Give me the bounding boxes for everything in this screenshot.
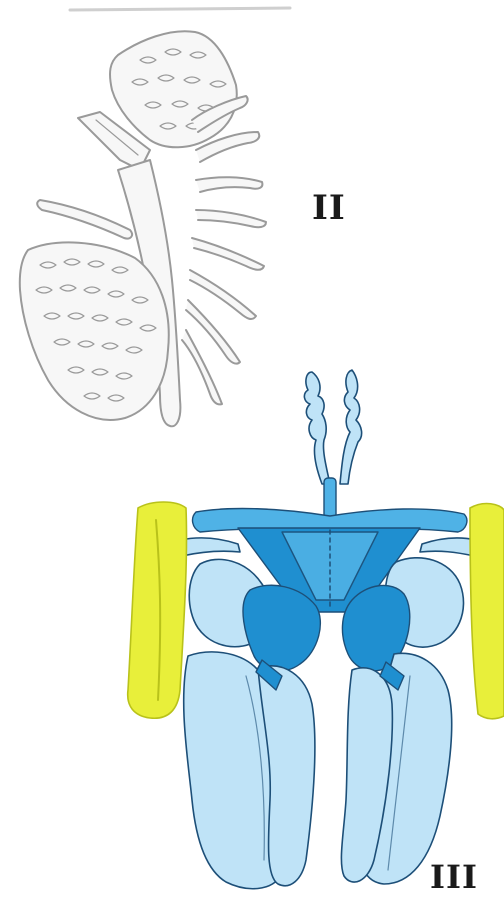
left-frond xyxy=(304,372,330,484)
right-lateral-arm xyxy=(420,538,476,556)
sketch-drawing-ii xyxy=(20,8,290,426)
left-dark-knot xyxy=(243,585,320,671)
top-smudge xyxy=(70,8,290,10)
label-iii: III xyxy=(430,858,478,896)
colored-diagram-iii xyxy=(128,370,504,889)
label-ii: II xyxy=(312,188,346,228)
right-yellow-bar xyxy=(470,504,504,719)
left-lateral-arm xyxy=(180,538,240,556)
right-frond xyxy=(340,370,362,484)
left-arm xyxy=(37,200,132,239)
